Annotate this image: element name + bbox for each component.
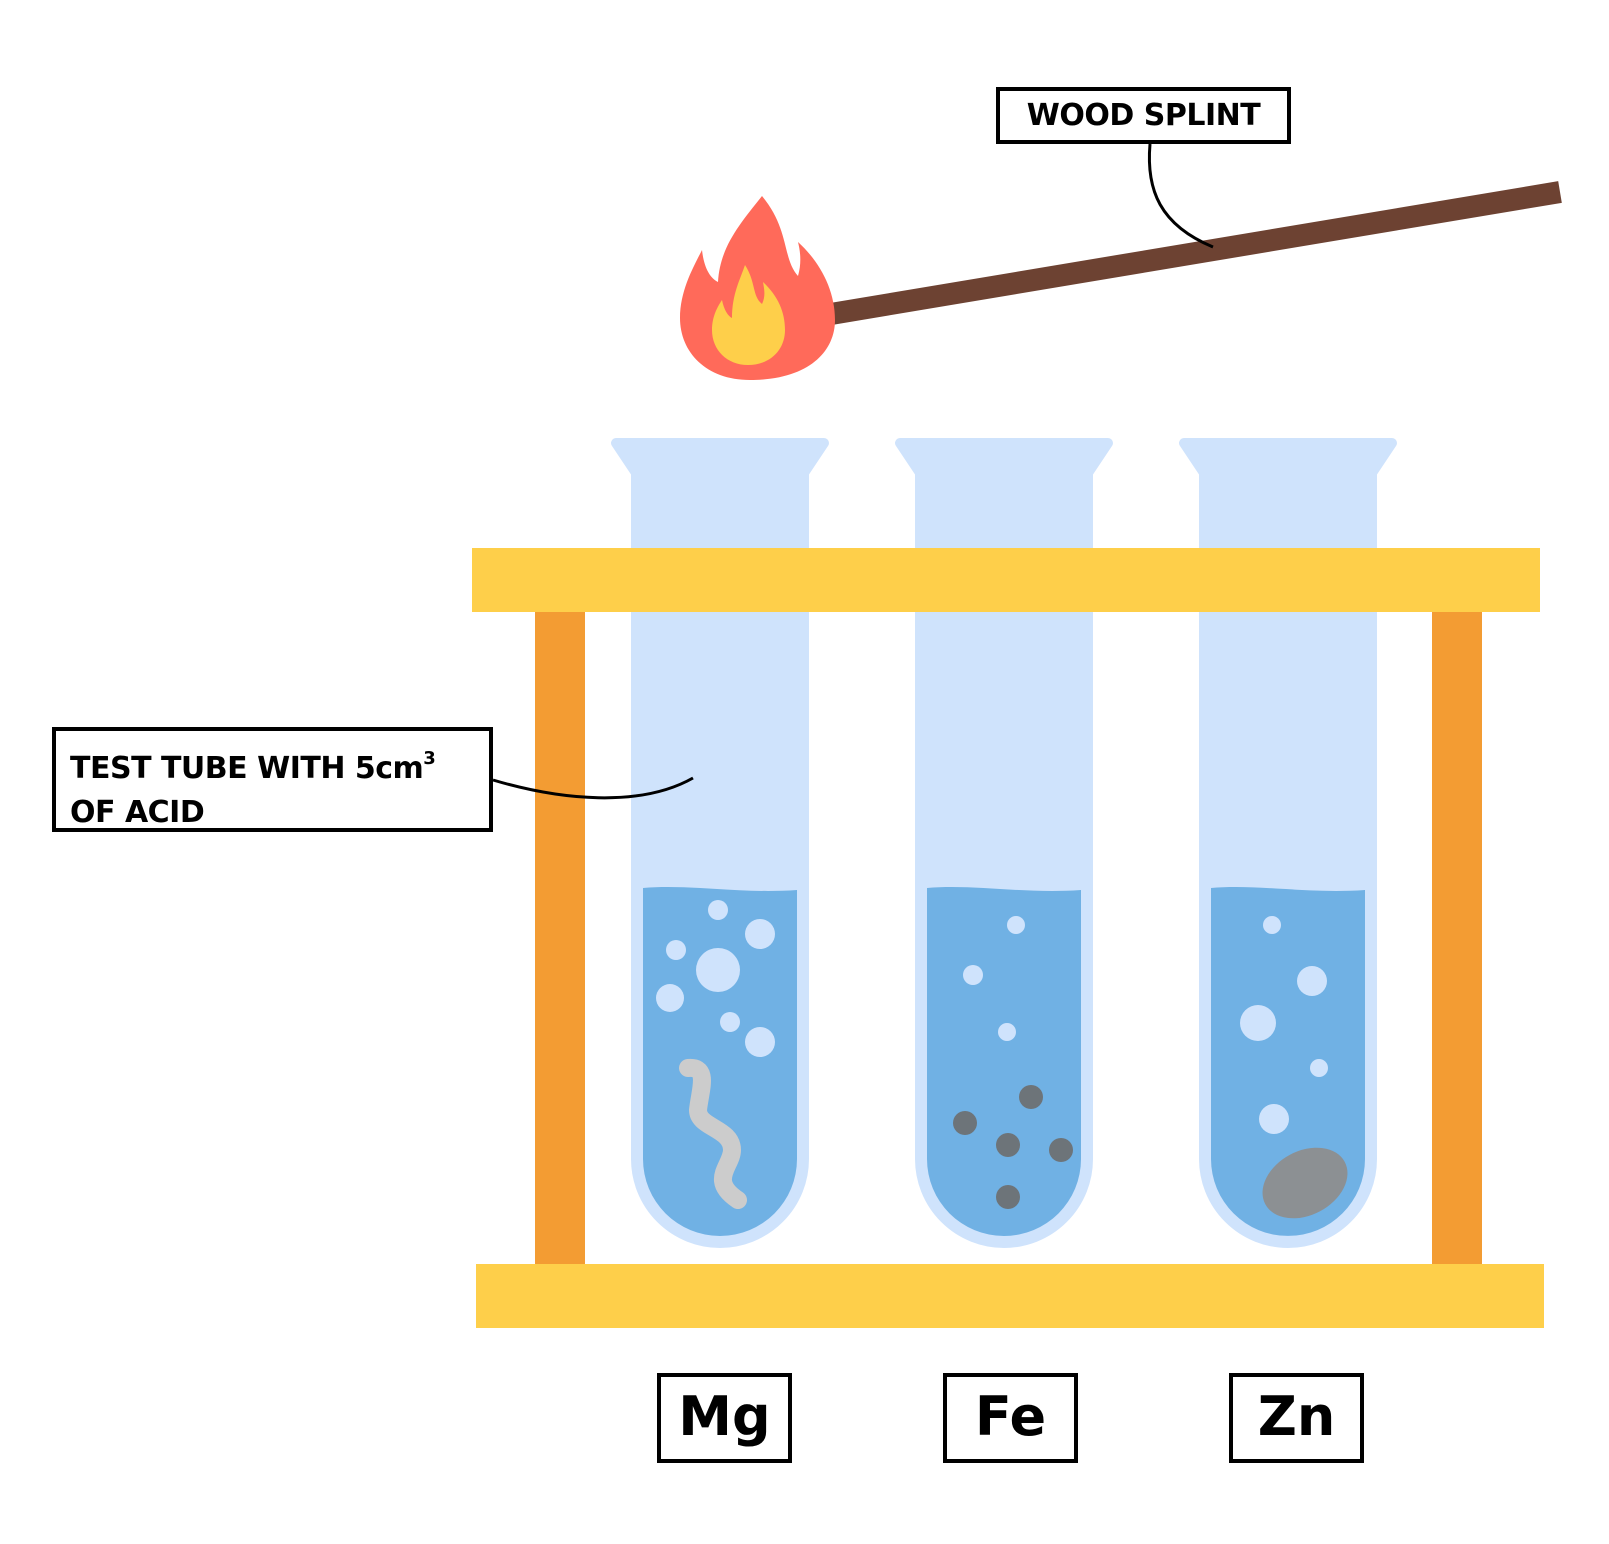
test-tube-fe (895, 438, 1113, 1248)
iron-granule (996, 1185, 1020, 1209)
iron-granule (1049, 1138, 1073, 1162)
gas-bubble (1297, 966, 1327, 996)
gas-bubble (745, 919, 775, 949)
gas-bubble (696, 948, 740, 992)
metal-label-mg: Mg (657, 1373, 792, 1463)
test-tube-zn (1179, 438, 1397, 1248)
gas-bubble (666, 940, 686, 960)
rack-top-bar (472, 548, 1540, 612)
test-tube-label-text: TEST TUBE WITH 5cm (70, 751, 424, 786)
acid-liquid (643, 887, 797, 1236)
gas-bubble (1310, 1059, 1328, 1077)
gas-bubble (745, 1027, 775, 1057)
flame-icon (680, 196, 835, 380)
test-tube-mg (611, 438, 829, 1248)
gas-bubble (708, 900, 728, 920)
gas-bubble (1263, 916, 1281, 934)
acid-liquid (1211, 887, 1365, 1236)
test-tube-label-line2: OF ACID (70, 795, 205, 830)
gas-bubble (1007, 916, 1025, 934)
rack-post-left (535, 600, 585, 1270)
wood-splint-label: WOOD SPLINT (996, 87, 1291, 144)
splint-leader-line (1147, 143, 1214, 249)
cubed-superscript: 3 (423, 748, 436, 769)
test-tube-label: TEST TUBE WITH 5cm3 OF ACID (52, 727, 493, 832)
rack-post-right (1432, 600, 1482, 1270)
rack-bottom-bar (476, 1264, 1544, 1328)
gas-bubble (656, 984, 684, 1012)
zinc-lump (1262, 1147, 1348, 1219)
flame-inner (712, 265, 785, 365)
gas-bubble (1240, 1005, 1276, 1041)
wood-splint (793, 181, 1562, 331)
tube-leader-line (492, 776, 694, 800)
test-tube-label-line1: TEST TUBE WITH 5cm3 (70, 737, 489, 791)
metal-label-fe: Fe (943, 1373, 1078, 1463)
gas-bubble (963, 965, 983, 985)
acid-liquid (927, 887, 1081, 1236)
gas-bubble (720, 1012, 740, 1032)
metal-label-zn: Zn (1229, 1373, 1364, 1463)
iron-granule (1019, 1085, 1043, 1109)
iron-granule (953, 1111, 977, 1135)
gas-bubble (1259, 1104, 1289, 1134)
magnesium-ribbon (679, 1059, 747, 1209)
iron-granule (996, 1133, 1020, 1157)
gas-bubble (998, 1023, 1016, 1041)
